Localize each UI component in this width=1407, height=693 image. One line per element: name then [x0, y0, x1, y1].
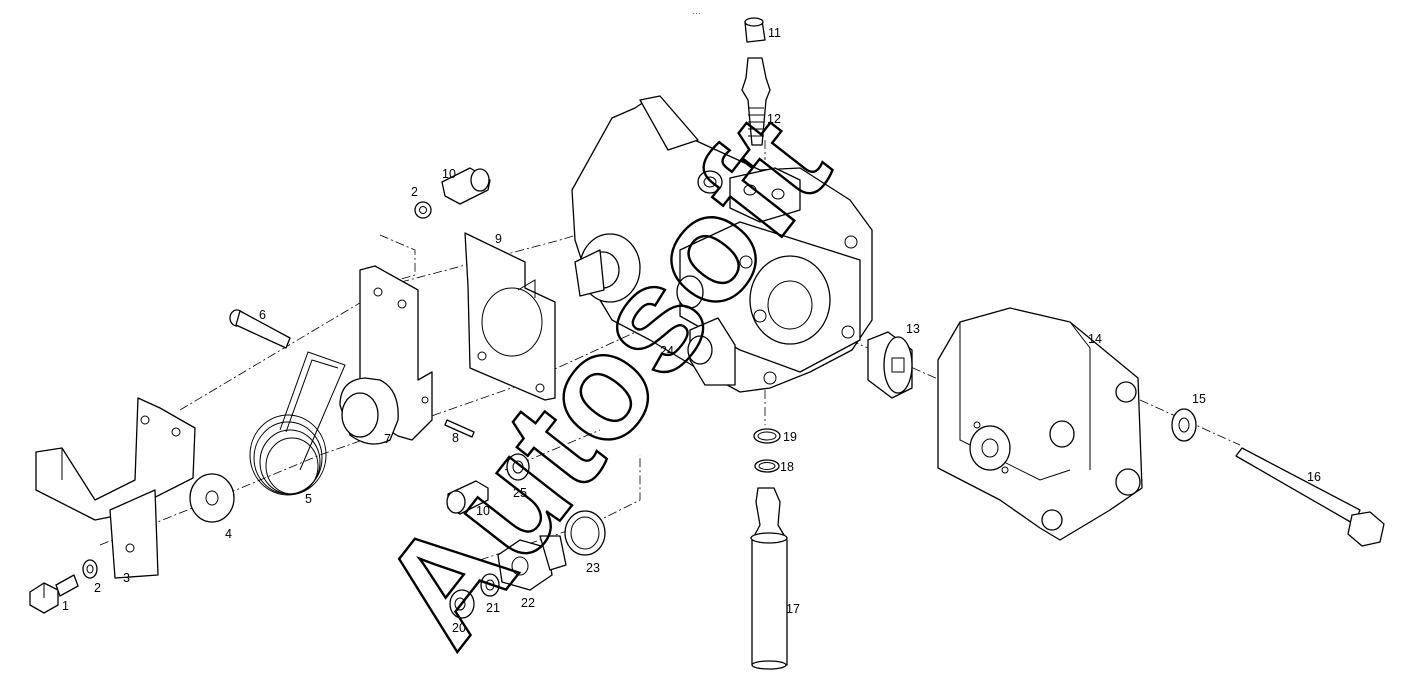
- label-part-16: 16: [1307, 470, 1321, 484]
- label-part-10-upper: 10: [442, 167, 456, 181]
- part-10-screw-upper[interactable]: [441, 167, 491, 205]
- part-18-o-ring[interactable]: [754, 459, 780, 473]
- part-10-screw-lower[interactable]: [446, 480, 489, 515]
- label-part-3: 3: [123, 571, 130, 585]
- label-part-7: 7: [384, 432, 391, 446]
- label-part-11: 11: [768, 26, 781, 40]
- label-part-4: 4: [225, 527, 232, 541]
- part-21-washer[interactable]: [480, 573, 500, 597]
- part-5-torsion-spring[interactable]: [249, 351, 346, 496]
- part-3-bracket[interactable]: [35, 397, 196, 579]
- part-11-cap[interactable]: [744, 17, 766, 43]
- part-9-gasket-plate[interactable]: [464, 232, 556, 401]
- part-15-lock-washer[interactable]: [1171, 408, 1197, 442]
- part-17-cylinder[interactable]: [750, 487, 788, 670]
- label-part-2-upper: 2: [411, 185, 418, 199]
- label-part-19: 19: [783, 430, 797, 444]
- part-4-spacer[interactable]: [189, 473, 235, 523]
- label-part-21: 21: [486, 601, 500, 615]
- label-part-17: 17: [786, 602, 800, 616]
- label-part-14: 14: [1088, 332, 1102, 346]
- label-part-25: 25: [513, 486, 527, 500]
- options-menu-icon[interactable]: …: [692, 6, 701, 16]
- part-13-coupling[interactable]: [867, 331, 913, 399]
- part-19-o-ring[interactable]: [753, 428, 781, 444]
- part-8-pin[interactable]: [444, 419, 475, 438]
- label-part-10-lower: 10: [476, 504, 490, 518]
- part-25-washer[interactable]: [506, 453, 530, 481]
- part-12-relief-valve[interactable]: [741, 57, 771, 146]
- part-1-bolt[interactable]: [29, 574, 79, 614]
- part-23-seal-ring[interactable]: [564, 510, 606, 556]
- label-part-23: 23: [586, 561, 600, 575]
- part-labels: 1 2 2 3 4 5 6 7 8 9 10 10 11 12 13 14 15…: [62, 26, 1321, 635]
- part-6-bolt[interactable]: [229, 309, 291, 349]
- label-part-6: 6: [259, 308, 266, 322]
- part-22-fitting[interactable]: [497, 535, 567, 591]
- label-part-12: 12: [767, 112, 781, 126]
- pump-housing[interactable]: [571, 95, 873, 393]
- label-part-2-lower: 2: [94, 581, 101, 595]
- label-part-15: 15: [1192, 392, 1206, 406]
- label-part-8: 8: [452, 431, 459, 445]
- label-part-24: 24: [660, 344, 674, 358]
- part-20-plug[interactable]: [449, 589, 475, 619]
- part-14-gear-pump[interactable]: [937, 307, 1143, 541]
- label-part-20: 20: [452, 621, 466, 635]
- options-menu-glyph[interactable]: …: [692, 6, 701, 16]
- part-7-lever[interactable]: [339, 265, 433, 445]
- part-2-washer-upper[interactable]: [414, 201, 432, 219]
- part-16-long-bolt[interactable]: [1235, 447, 1385, 547]
- label-part-5: 5: [305, 492, 312, 506]
- label-part-22: 22: [521, 596, 535, 610]
- label-part-13: 13: [906, 322, 920, 336]
- label-part-1: 1: [62, 599, 69, 613]
- label-part-18: 18: [780, 460, 794, 474]
- part-2-washer-lower[interactable]: [82, 559, 98, 579]
- label-part-9: 9: [495, 232, 502, 246]
